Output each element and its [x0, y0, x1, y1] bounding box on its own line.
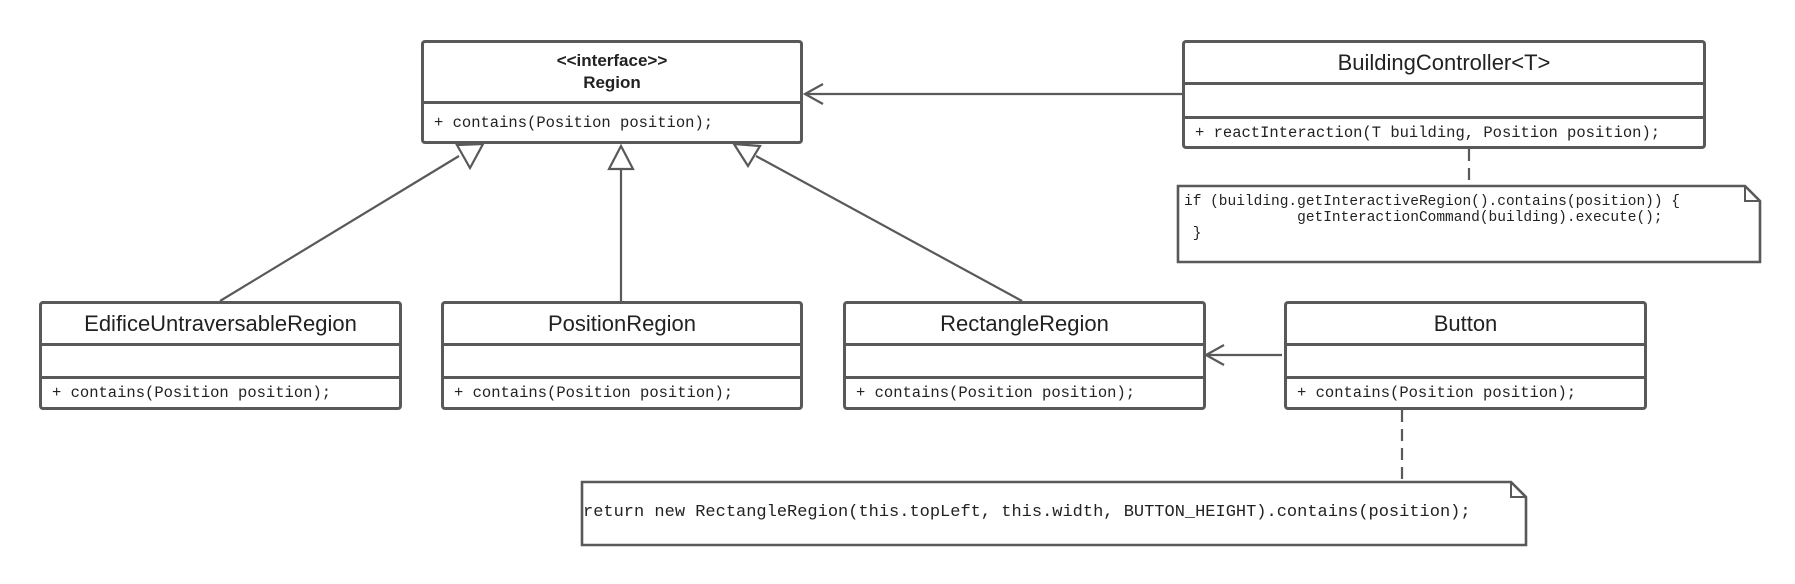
attributes-edifice-untraversable-region: [42, 346, 399, 379]
class-box-region[interactable]: <<interface>> Region + contains(Position…: [421, 40, 803, 144]
operations-position-region: + contains(Position position);: [454, 384, 734, 402]
attributes-rectangle-region: [846, 346, 1203, 379]
operations-edifice-untraversable-region: + contains(Position position);: [52, 384, 332, 402]
class-name-position-region: PositionRegion: [548, 310, 696, 336]
class-name-building-controller: BuildingController<T>: [1337, 49, 1551, 75]
generalization-arrowhead-rectangle: [731, 142, 762, 169]
generalization-arrowhead-position: [607, 143, 635, 171]
class-box-building-controller[interactable]: BuildingController<T> + reactInteraction…: [1182, 40, 1706, 149]
class-name-edifice-untraversable-region: EdificeUntraversableRegion: [84, 310, 357, 336]
attributes-building-controller: [1185, 85, 1703, 119]
class-box-button[interactable]: Button + contains(Position position);: [1284, 301, 1647, 410]
operations-building-controller: + reactInteraction(T building, Position …: [1195, 123, 1661, 142]
interface-stereotype: <<interface>>: [556, 51, 668, 70]
note-outline-building-controller: [1176, 184, 1762, 264]
operations-region: + contains(Position position);: [434, 113, 714, 132]
operations-rectangle-region: + contains(Position position);: [856, 384, 1136, 402]
class-box-rectangle-region[interactable]: RectangleRegion + contains(Position posi…: [843, 301, 1206, 410]
note-building-controller: if (building.getInteractiveRegion().cont…: [1184, 194, 1680, 242]
class-header-position-region: PositionRegion: [444, 304, 800, 346]
generalization-edifice-to-region: [219, 155, 460, 302]
generalization-arrowhead-edifice: [455, 142, 485, 171]
class-header-building-controller: BuildingController<T>: [1185, 43, 1703, 85]
class-box-position-region[interactable]: PositionRegion + contains(Position posit…: [441, 301, 803, 410]
class-header-region: <<interface>> Region: [424, 43, 800, 104]
association-arrowhead-rectangle-region: [1203, 344, 1225, 366]
class-header-button: Button: [1287, 304, 1644, 346]
attributes-position-region: [444, 346, 800, 379]
class-header-edifice-untraversable-region: EdificeUntraversableRegion: [42, 304, 399, 346]
class-header-rectangle-region: RectangleRegion: [846, 304, 1203, 346]
generalization-rectangle-to-region: [755, 155, 1023, 302]
operations-button: + contains(Position position);: [1297, 384, 1577, 402]
attributes-button: [1287, 346, 1644, 379]
class-name-region: Region: [583, 73, 641, 92]
class-name-rectangle-region: RectangleRegion: [940, 310, 1109, 336]
note-fold-button: [1510, 482, 1526, 498]
note-button: return new RectangleRegion(this.topLeft,…: [583, 503, 1471, 522]
association-arrowhead-region: [802, 83, 824, 105]
class-name-button: Button: [1433, 310, 1498, 336]
note-fold-building-controller: [1744, 186, 1760, 202]
note-outline-button: [580, 480, 1528, 547]
class-box-edifice-untraversable-region[interactable]: EdificeUntraversableRegion + contains(Po…: [39, 301, 402, 410]
